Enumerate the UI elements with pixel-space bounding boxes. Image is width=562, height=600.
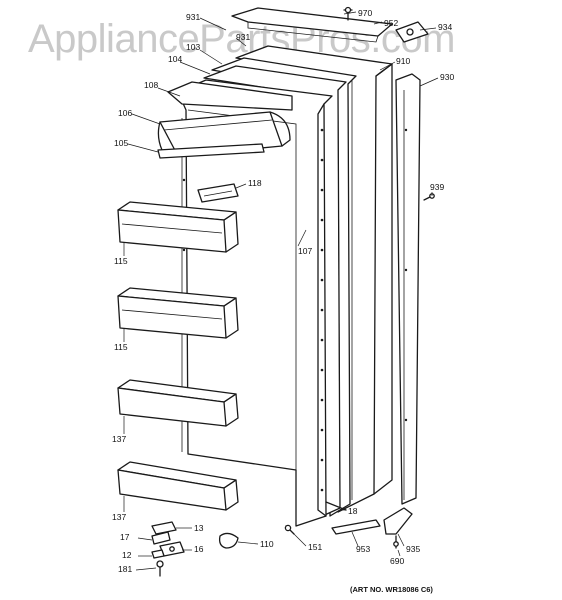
door-bin-bottom — [117, 461, 239, 511]
callout-931-side: 931 — [236, 32, 250, 42]
callout-110: 110 — [260, 539, 274, 549]
callout-118: 118 — [248, 178, 262, 188]
door-shelf-upper — [117, 201, 239, 253]
hinge-cover-935 — [383, 507, 413, 535]
gasket-strip-18 — [325, 501, 347, 511]
callout-12: 12 — [122, 550, 132, 560]
egg-tray — [197, 183, 239, 203]
callout-115-upper: 115 — [114, 256, 128, 266]
callout-18: 18 — [348, 506, 358, 516]
callout-910: 910 — [396, 56, 410, 66]
callout-103: 103 — [186, 42, 200, 52]
callout-931-top: 931 — [186, 12, 200, 22]
callout-690: 690 — [390, 556, 404, 566]
hinge-part-17 — [151, 531, 171, 545]
callout-970: 970 — [358, 8, 372, 18]
callout-151: 151 — [308, 542, 322, 552]
screw-690 — [393, 535, 399, 549]
door-top-cap — [231, 7, 393, 43]
bracket-934 — [395, 21, 429, 43]
door-shelf-middle — [117, 287, 239, 339]
door-stop-bar-953 — [331, 519, 381, 535]
leader-lines — [123, 11, 439, 571]
callout-935: 935 — [406, 544, 420, 554]
callout-939: 939 — [430, 182, 444, 192]
callout-13: 13 — [194, 523, 204, 533]
callout-108: 108 — [144, 80, 158, 90]
callout-953: 953 — [356, 544, 370, 554]
callout-107: 107 — [298, 246, 312, 256]
screw-151 — [284, 524, 295, 535]
callout-104: 104 — [168, 54, 182, 64]
door-bin-lower — [117, 379, 239, 427]
callout-106: 106 — [118, 108, 132, 118]
screw-970 — [343, 6, 353, 21]
screw-939 — [423, 193, 435, 201]
callout-17: 17 — [120, 532, 130, 542]
callout-137-lower: 137 — [112, 434, 126, 444]
door-handle-strip — [395, 73, 421, 505]
callout-934: 934 — [438, 22, 452, 32]
callout-137-bottom: 137 — [112, 512, 126, 522]
art-number: (ART NO. WR18086 C6) — [350, 585, 433, 594]
callout-105: 105 — [114, 138, 128, 148]
callout-930: 930 — [440, 72, 454, 82]
bushing-12 — [151, 549, 165, 559]
callout-115-middle: 115 — [114, 342, 128, 352]
callout-181: 181 — [118, 564, 132, 574]
hinge-plate-13 — [151, 521, 177, 535]
callout-labels: 931 970 952 934 103 931 104 910 930 108 … — [112, 8, 454, 574]
door-stop-110 — [218, 532, 239, 549]
callout-16: 16 — [194, 544, 204, 554]
dairy-compartment — [157, 81, 293, 159]
callout-952: 952 — [384, 18, 398, 28]
screw-181 — [156, 560, 164, 577]
